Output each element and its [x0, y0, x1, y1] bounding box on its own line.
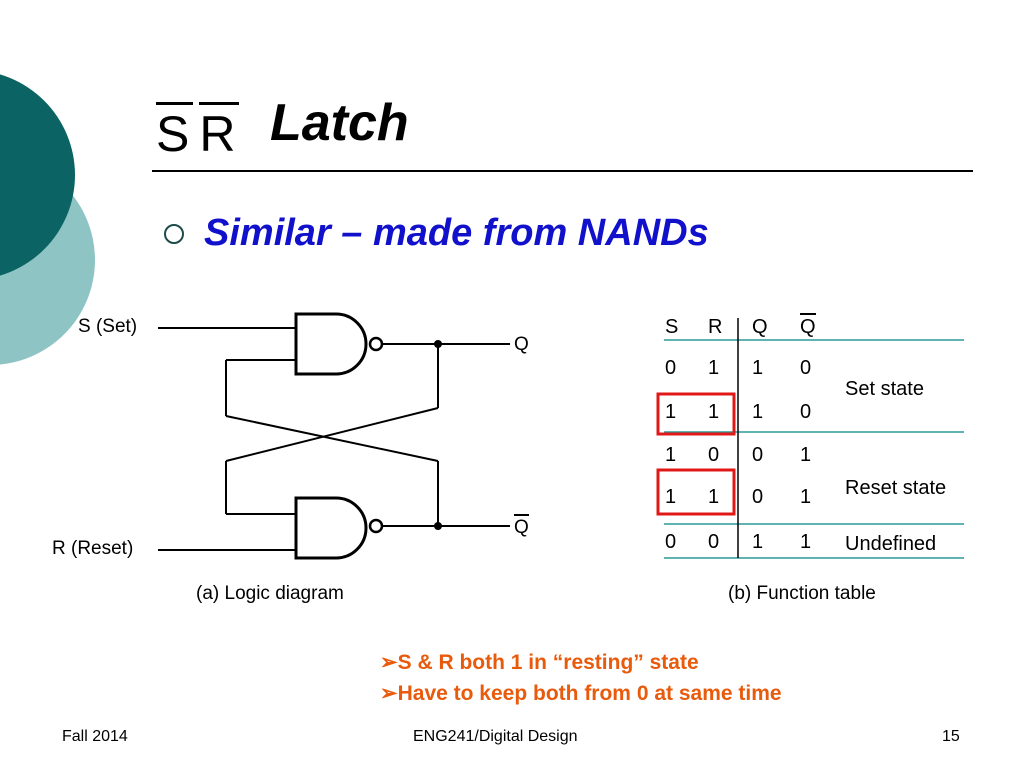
- function-table-grid: [656, 318, 964, 559]
- label-s-set: S (Set): [78, 316, 138, 337]
- wire-cross-2: [225, 407, 439, 462]
- label-r-reset: R (Reset): [52, 538, 134, 559]
- table-cell: 1: [665, 444, 677, 466]
- caption-function-table: (b) Function table: [728, 583, 876, 604]
- table-cell: 0: [708, 531, 720, 553]
- footer-left: Fall 2014: [62, 728, 128, 745]
- slide-number: 15: [942, 728, 960, 745]
- bullet-item: Similar – made from NANDs: [164, 212, 709, 255]
- title-r-bar: R: [199, 102, 240, 161]
- table-cell: 1: [800, 486, 812, 508]
- table-label-reset-state: Reset state: [845, 477, 947, 499]
- table-header-qbar: Q: [800, 313, 816, 339]
- table-cell: 0: [800, 357, 812, 379]
- decorative-circles: [0, 74, 95, 365]
- table-cell: 1: [708, 401, 720, 423]
- table-cell: 1: [752, 357, 764, 379]
- table-label-set-state: Set state: [845, 378, 924, 400]
- arrow-bullet-icon: ➢: [380, 682, 398, 705]
- label-q-bar: Q: [514, 514, 529, 539]
- table-cell: 1: [665, 486, 677, 508]
- logic-diagram: [158, 312, 510, 560]
- footer-center: ENG241/Digital Design: [413, 728, 578, 745]
- table-cell: 0: [665, 357, 677, 379]
- table-cell: 0: [665, 531, 677, 553]
- highlight-box-set-11: [656, 392, 736, 436]
- table-cell: 0: [752, 444, 764, 466]
- wire-cross-1: [225, 415, 439, 462]
- note-line-1: ➢S & R both 1 in “resting” state: [380, 651, 699, 674]
- nand-gate-bottom: [294, 496, 368, 560]
- caption-logic-diagram: (a) Logic diagram: [196, 583, 344, 604]
- arrow-bullet-icon: ➢: [380, 651, 398, 674]
- table-cell: 1: [708, 486, 720, 508]
- junction-dot-q: [434, 340, 442, 348]
- bullet-text: Similar – made from NANDs: [204, 212, 709, 254]
- table-cell: 1: [708, 357, 720, 379]
- table-cell: 1: [800, 531, 812, 553]
- table-cell: 0: [800, 401, 812, 423]
- title-latch: Latch: [270, 94, 409, 152]
- table-cell: 1: [800, 444, 812, 466]
- table-cell: 0: [752, 486, 764, 508]
- table-label-undefined: Undefined: [845, 533, 937, 555]
- table-header-r: R: [708, 316, 723, 338]
- table-cell: 1: [752, 401, 764, 423]
- table-header-q: Q: [752, 316, 768, 338]
- highlight-box-reset-11: [656, 468, 736, 516]
- nand-gate-top: [294, 312, 368, 376]
- inversion-bubble-bottom: [368, 518, 384, 534]
- title-s-bar: S: [156, 102, 194, 161]
- title-divider: [152, 170, 973, 172]
- note-line-2: ➢Have to keep both from 0 at same time: [380, 682, 782, 705]
- junction-dot-qbar: [434, 522, 442, 530]
- bullet-circle-icon: [164, 223, 184, 244]
- table-cell: 0: [708, 444, 720, 466]
- label-q: Q: [514, 334, 529, 355]
- table-cell: 1: [665, 401, 677, 423]
- inversion-bubble-top: [368, 336, 384, 352]
- table-cell: 1: [752, 531, 764, 553]
- table-header-s: S: [665, 316, 679, 338]
